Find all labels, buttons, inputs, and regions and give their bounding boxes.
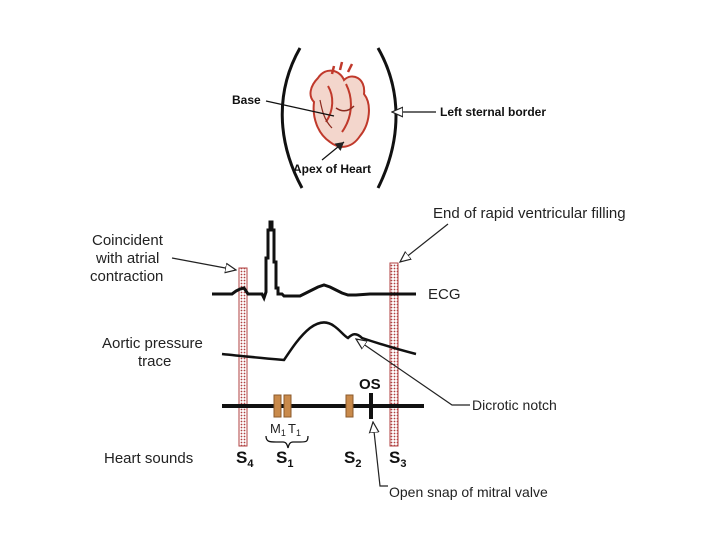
- dicrotic-notch-label: Dicrotic notch: [472, 397, 557, 413]
- chest-outline-right: [376, 47, 398, 189]
- chest-figure: Base Left sternal border Apex of Heart: [232, 47, 546, 189]
- t1-label: T1: [288, 421, 301, 438]
- heart-sounds-label: Heart sounds: [104, 450, 193, 467]
- open-snap-arrow: [373, 422, 388, 487]
- end-rapid-filling-arrow: [400, 223, 449, 262]
- s2-marker: [345, 394, 354, 418]
- apex-arrow: [321, 141, 345, 161]
- base-label: Base: [232, 93, 261, 107]
- open-snap-label: Open snap of mitral valve: [389, 484, 548, 500]
- aortic-pressure-label-line1: Aortic pressure: [102, 335, 203, 352]
- coincident-arrow: [171, 257, 236, 270]
- s1-brace: [265, 435, 309, 449]
- s3-label: S3: [389, 448, 406, 470]
- dicrotic-notch-arrow: [356, 339, 470, 406]
- aortic-pressure-trace: [221, 321, 417, 362]
- left-sternal-border-label: Left sternal border: [440, 105, 546, 119]
- apex-of-heart-label: Apex of Heart: [293, 162, 371, 176]
- m1-marker: [273, 394, 282, 418]
- s3-vertical-bar: [389, 262, 399, 447]
- ecg-trace: [212, 220, 416, 302]
- m1-label: M1: [270, 421, 286, 438]
- os-label: OS: [359, 376, 381, 393]
- coincident-label-line3: contraction: [90, 268, 163, 285]
- heart-icon: [309, 61, 370, 148]
- s4-label: S4: [236, 448, 254, 470]
- chest-outline-left: [280, 47, 304, 189]
- ecg-label: ECG: [428, 286, 461, 303]
- s1-label: S1: [276, 448, 293, 470]
- t1-marker: [283, 394, 292, 418]
- s2-label: S2: [344, 448, 361, 470]
- coincident-label-line1: Coincident: [92, 232, 164, 249]
- os-marker: [369, 393, 373, 419]
- aortic-pressure-label-line2: trace: [138, 353, 171, 370]
- end-rapid-filling-label: End of rapid ventricular filling: [433, 205, 626, 222]
- base-arrow: [265, 100, 335, 117]
- coincident-label-line2: with atrial: [95, 250, 159, 267]
